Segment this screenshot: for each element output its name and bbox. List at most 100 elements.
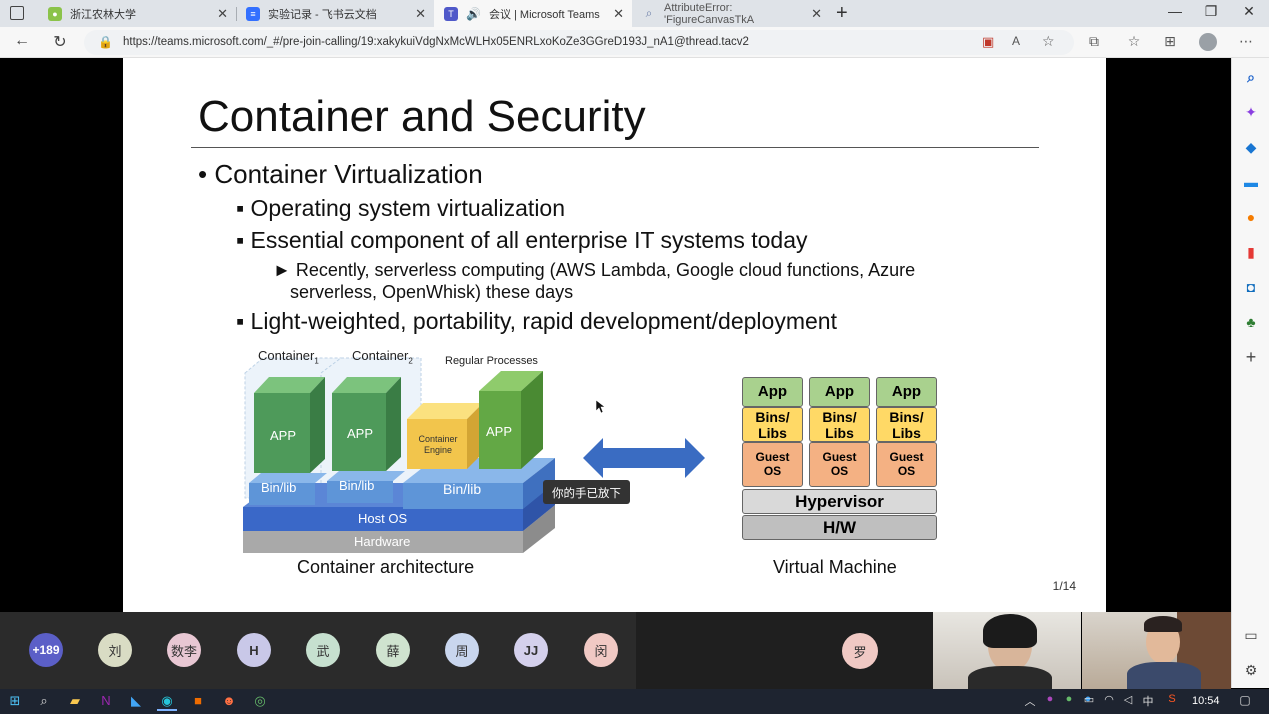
windows-start-icon[interactable]: ⊞ — [9, 693, 21, 708]
refresh-button[interactable]: ↻ — [53, 34, 67, 51]
bullet-level1: • Container Virtualization — [198, 159, 483, 189]
featured-participant-avatar[interactable]: 罗 — [842, 633, 878, 669]
address-bar[interactable]: 🔒 https://teams.microsoft.com/_#/pre-joi… — [84, 30, 1074, 55]
notifications-icon[interactable]: ▢ — [1239, 693, 1251, 707]
app-label: APP — [486, 424, 513, 439]
video-tile[interactable] — [933, 612, 1081, 689]
more-menu-icon[interactable]: ⋯ — [1239, 33, 1253, 49]
shopping-tag-icon[interactable]: ◆ — [1245, 139, 1257, 155]
mouse-cursor-icon — [596, 400, 606, 414]
vm-hardware: H/W — [742, 515, 937, 540]
url-text[interactable]: https://teams.microsoft.com/_#/pre-join-… — [123, 36, 749, 48]
search-icon[interactable]: ⌕ — [1247, 69, 1255, 85]
slide-title: Container and Security — [198, 92, 646, 141]
tray-app-icon[interactable]: ● — [1084, 693, 1092, 705]
tab-label: 浙江农林大学 — [70, 8, 136, 21]
close-icon[interactable]: ✕ — [415, 6, 426, 21]
input-method-indicator[interactable]: 中 — [1142, 696, 1154, 708]
participant-avatar[interactable]: 周 — [445, 633, 479, 667]
campus-icon: ● — [48, 6, 62, 21]
app-icon[interactable]: ☻ — [222, 693, 236, 708]
battery-icon[interactable]: ▭ — [1083, 694, 1095, 706]
video-tile[interactable] — [1082, 612, 1231, 689]
tab-zafu[interactable]: ● 浙江农林大学 ✕ — [38, 0, 236, 27]
file-explorer-icon[interactable]: ▰ — [70, 693, 80, 708]
tab-teams[interactable]: T 🔊 会议 | Microsoft Teams ✕ — [434, 0, 632, 27]
collections-icon[interactable]: ⊞ — [1164, 33, 1176, 49]
participant-avatar[interactable]: 数李 — [167, 633, 201, 667]
page-number: 1/14 — [1052, 579, 1076, 593]
tree-icon[interactable]: ♣ — [1246, 314, 1256, 330]
clock[interactable]: 10:54 — [1192, 695, 1220, 707]
binlib-label: Bin/lib — [443, 481, 482, 497]
lock-icon[interactable]: 🔒 — [98, 35, 113, 49]
close-icon[interactable]: ✕ — [811, 6, 822, 21]
tray-app-icon[interactable]: ● — [1046, 693, 1054, 705]
tab-attribute-error[interactable]: ⌕ AttributeError: 'FigureCanvasTkA ✕ — [632, 0, 830, 27]
vm-bins: Bins/Libs — [809, 407, 870, 442]
settings-gear-icon[interactable]: ⚙ — [1244, 662, 1258, 678]
tab-feishu-doc[interactable]: ≡ 实验记录 - 飞书云文档 ✕ — [236, 0, 434, 27]
tools-briefcase-icon[interactable]: ▬ — [1244, 174, 1258, 190]
participant-avatar[interactable]: 刘 — [98, 633, 132, 667]
add-sidebar-icon[interactable]: + — [1245, 347, 1257, 367]
profile-avatar[interactable] — [1199, 33, 1217, 51]
onenote-icon[interactable]: N — [101, 693, 111, 708]
vm-app: App — [809, 377, 870, 407]
windows-taskbar: ⊞ ⌕ ▰ N ◣ ◉ ■ ☻ ◎ ︿ ● ● ● ▭ ◠ ◁ 中 S 10:5… — [0, 689, 1269, 714]
new-tab-button[interactable]: + — [836, 2, 848, 24]
binlib-label: Bin/lib — [339, 478, 375, 493]
virtual-machine-caption: Virtual Machine — [773, 557, 897, 577]
show-hidden-icons[interactable]: ︿ — [1024, 696, 1036, 708]
favorites-icon[interactable]: ☆ — [1127, 33, 1141, 49]
extensions-icon[interactable]: ⧉ — [1089, 33, 1099, 49]
office-icon[interactable]: ▮ — [1247, 244, 1255, 260]
close-icon[interactable]: ✕ — [613, 6, 624, 21]
games-icon[interactable]: ● — [1246, 209, 1256, 225]
tray-wechat-icon[interactable]: ● — [1065, 693, 1073, 705]
volume-icon[interactable]: ◁ — [1123, 694, 1133, 706]
outlook-icon[interactable]: ◘ — [1246, 279, 1256, 295]
minimize-button[interactable]: — — [1168, 3, 1182, 19]
sogou-icon[interactable]: S — [1168, 693, 1176, 705]
participants-overflow-badge[interactable]: +189 — [29, 633, 63, 667]
audio-playing-icon[interactable]: 🔊 — [466, 6, 481, 21]
back-button[interactable]: ← — [14, 32, 30, 49]
restore-button[interactable]: ❐ — [1204, 3, 1218, 19]
shared-slide: Container and Security • Container Virtu… — [123, 58, 1106, 612]
bullet-level2: ▪ Light-weighted, portability, rapid dev… — [236, 308, 837, 334]
pycharm-icon[interactable]: ◣ — [131, 693, 141, 708]
app-label: APP — [347, 426, 374, 441]
participant-avatar[interactable]: 闵 — [584, 633, 618, 667]
tab-actions-icon[interactable] — [10, 6, 24, 20]
powerpoint-icon[interactable]: ■ — [194, 693, 202, 708]
participant-avatar[interactable]: H — [237, 633, 271, 667]
wifi-icon[interactable]: ◠ — [1104, 694, 1114, 706]
close-window-button[interactable]: ✕ — [1243, 3, 1255, 19]
container1-label: Container1 — [258, 348, 319, 366]
edge-browser-icon[interactable]: ◉ — [157, 693, 177, 711]
copilot-icon[interactable]: ✦ — [1245, 104, 1257, 120]
favorite-star-icon[interactable]: ☆ — [1042, 33, 1055, 49]
camera-blocked-icon[interactable]: ▣ — [982, 34, 995, 49]
participant-video-hair — [983, 614, 1037, 648]
app-label: APP — [270, 428, 297, 443]
search-icon[interactable]: ⌕ — [40, 693, 48, 708]
vm-hypervisor: Hypervisor — [742, 489, 937, 514]
teams-icon: T — [444, 6, 458, 21]
double-arrow — [583, 438, 705, 478]
participant-avatar[interactable]: 薛 — [376, 633, 410, 667]
wechat-icon[interactable]: ◎ — [254, 693, 266, 708]
container-architecture-caption: Container architecture — [297, 557, 475, 577]
read-aloud-icon[interactable]: A — [1012, 34, 1021, 48]
participant-avatar[interactable]: JJ — [514, 633, 548, 667]
participant-avatar[interactable]: 武 — [306, 633, 340, 667]
tab-label: AttributeError: 'FigureCanvasTkA — [664, 1, 755, 26]
split-screen-icon[interactable]: ▭ — [1244, 627, 1258, 643]
close-icon[interactable]: ✕ — [217, 6, 228, 21]
